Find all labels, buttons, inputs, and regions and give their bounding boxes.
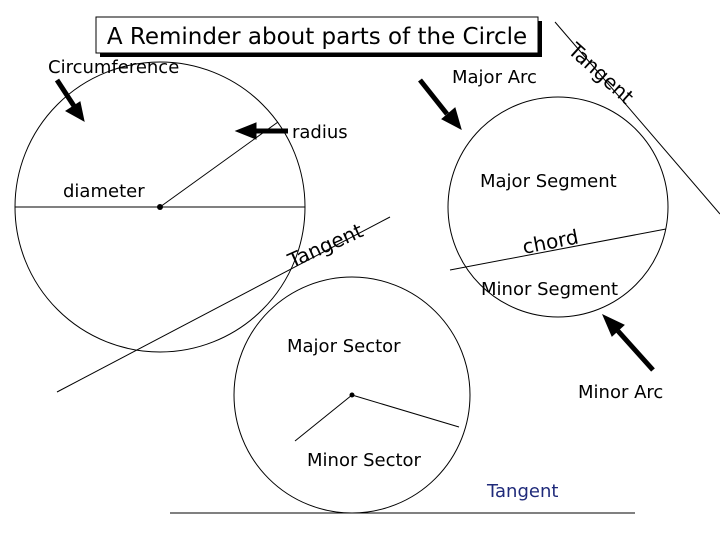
major-arc-arrow-shaft — [418, 78, 449, 116]
minor-segment-label: Minor Segment — [481, 279, 618, 300]
circle-three-center — [349, 392, 355, 398]
circumference-arrow-icon — [65, 101, 85, 122]
diameter-label: diameter — [63, 181, 145, 202]
page-title: A Reminder about parts of the Circle — [107, 24, 527, 50]
tangent-line-left — [56, 216, 391, 393]
circumference-label: Circumference — [48, 57, 179, 78]
major-arc-label: Major Arc — [452, 67, 537, 88]
circle-three — [170, 276, 635, 514]
minor-sector-label: Minor Sector — [307, 450, 422, 471]
radius-arrow-icon — [234, 122, 257, 140]
major-arc-arrow-icon — [441, 107, 462, 130]
arrows — [54, 78, 655, 372]
minor-arc-arrow-shaft — [616, 329, 655, 372]
tangent-label-left: Tangent — [283, 218, 366, 273]
circumference-arrow-shaft — [54, 78, 77, 108]
major-segment-label: Major Segment — [480, 171, 617, 192]
circle-one-center — [157, 204, 163, 210]
title-group: A Reminder about parts of the Circle — [95, 16, 542, 57]
sector-radius-left — [294, 394, 353, 442]
circle-one — [14, 61, 391, 393]
circle-two — [447, 21, 720, 318]
radius-label: radius — [292, 122, 348, 143]
circle-two-outline — [447, 96, 669, 318]
major-sector-label: Major Sector — [287, 336, 401, 357]
minor-arc-arrow-icon — [602, 313, 625, 337]
chord-label: chord — [520, 225, 580, 259]
tangent-label-bottom: Tangent — [486, 481, 558, 502]
radius-line — [159, 121, 279, 208]
title-box — [95, 16, 539, 54]
tangent-line-right — [554, 21, 720, 215]
chord-line — [449, 228, 667, 271]
sector-radius-right — [351, 394, 460, 428]
minor-arc-label: Minor Arc — [578, 382, 663, 403]
